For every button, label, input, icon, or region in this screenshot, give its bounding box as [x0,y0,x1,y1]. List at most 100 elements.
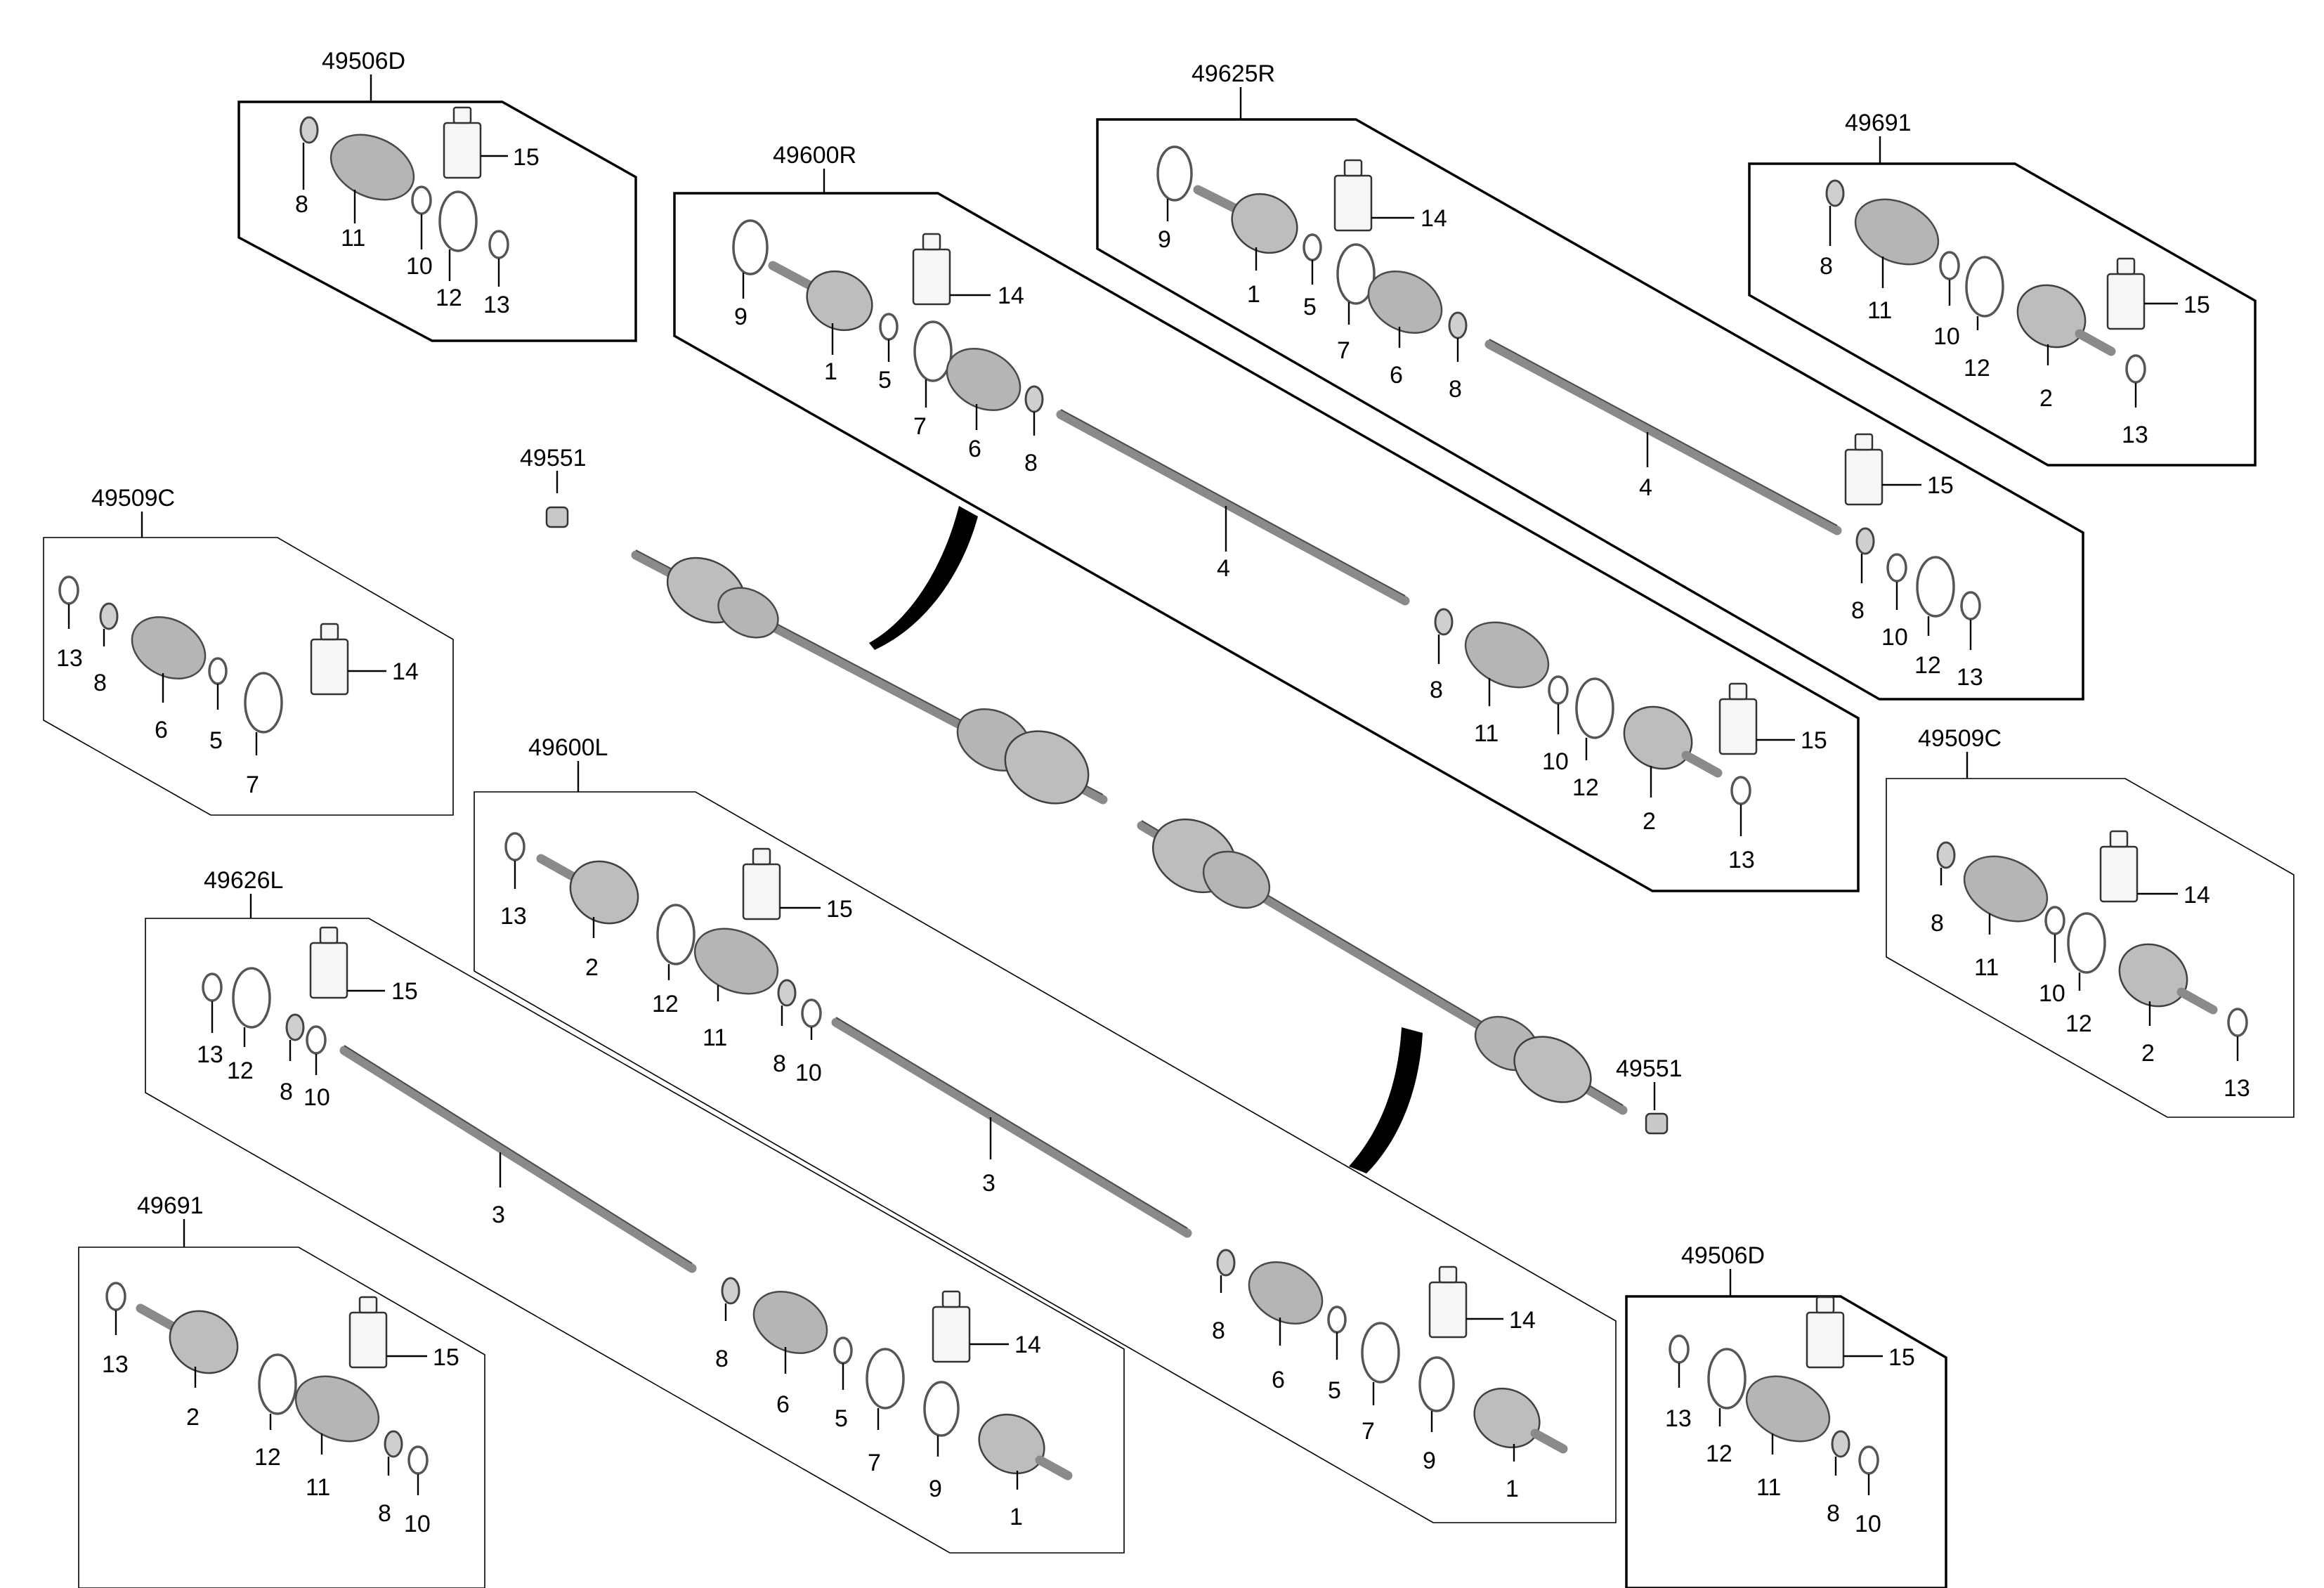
parts-49600R: 9 1 5 7 6 8 14 4 8 11 10 [732,219,1827,873]
part-number: 1 [1506,1476,1519,1502]
part-number: 1 [1247,281,1260,308]
panel-49509C-left [43,537,454,816]
part-number: 8 [280,1079,293,1105]
parts-49626L: 1 3 12 8 10 15 3 8 6 5 7 9 [197,926,1073,1530]
assembly-label: 49626L [204,867,283,894]
part-number: 8 [715,1346,729,1372]
assembly-label: 49691 [137,1192,204,1219]
part-number: 5 [209,727,223,754]
part-number: 13 [483,292,510,318]
part-number: 7 [1337,337,1350,364]
part-number: 8 [773,1050,786,1077]
ring-part [299,116,319,144]
part-number: 10 [406,253,433,280]
part-number: 13 [56,645,83,672]
ring-part [411,186,432,215]
part-number: 12 [652,991,679,1017]
assembly-label: 49506D [1681,1242,1765,1269]
part-number: 10 [404,1511,431,1537]
part-number: 8 [295,191,308,218]
part-number: 11 [703,1024,727,1051]
part-number: 15 [1801,727,1827,754]
part-number: 8 [1449,376,1462,403]
part-number: 4 [1217,555,1230,582]
arrow-lower [1349,1027,1423,1173]
part-number: 14 [998,282,1024,309]
panel-49506D-bottom [1625,1295,1947,1588]
part-number: 15 [433,1344,459,1371]
part-number: 10 [1542,748,1569,775]
part-number: 2 [1643,808,1656,835]
part-number: 3 [982,1170,995,1197]
assembly-label: 49551 [520,445,587,471]
part-number: 10 [795,1060,822,1086]
parts-49625R: 9 1 5 7 6 8 14 4 15 8 10 [1156,145,1983,691]
center-drive-shaft [545,506,1669,1173]
assembly-label: 49509C [1918,725,2002,752]
part-number: 3 [492,1202,505,1228]
assembly-labels: 49506D 49600R 49625R 49691 49509C 49551 … [91,48,2002,1296]
panel-49691-bottom [78,1247,485,1588]
part-number: 8 [1430,677,1443,703]
part-number: 2 [2039,385,2053,412]
part-number: 15 [391,978,418,1005]
part-number: 12 [436,285,462,311]
part-number: 7 [1362,1418,1375,1445]
part-number: 13 [2224,1075,2250,1102]
parts-49506D-bottom: 13 12 11 8 10 15 [1665,1296,1915,1537]
part-number: 5 [835,1405,848,1432]
part-number: 8 [1820,253,1833,280]
part-number: 11 [1867,297,1892,324]
part-number: 12 [1914,652,1941,679]
part-number: 11 [341,225,365,252]
assembly-label: 49691 [1845,110,1912,136]
part-number: 7 [868,1450,881,1476]
part-number: 8 [93,670,107,696]
parts-49506D-top: 8 11 10 12 13 15 [295,106,540,318]
part-number: 2 [2141,1040,2155,1067]
part-number: 5 [1328,1377,1341,1404]
part-number: 9 [929,1476,942,1502]
part-number: 11 [306,1474,330,1501]
assembly-label: 49506D [322,48,405,74]
panel-49600R [673,192,1860,892]
part-number: 10 [303,1084,330,1111]
parts-49600L: 13 2 12 11 8 10 15 3 8 6 5 [500,832,1568,1502]
part-number: 11 [1474,720,1499,747]
part-number: 6 [776,1391,790,1418]
part-number: 13 [1728,847,1755,873]
part-number: 13 [2122,422,2148,448]
part-number: 10 [2039,980,2065,1007]
assembly-label: 49600L [528,734,608,761]
part-number: 8 [1024,450,1038,476]
part-number: 5 [1303,294,1317,320]
grease-pack [443,122,482,179]
part-number: 13 [102,1351,129,1378]
part-number: 14 [1421,205,1447,232]
part-number: 15 [1927,472,1954,499]
part-number: 10 [1933,323,1960,350]
part-number: 15 [1888,1344,1915,1371]
part-number: 9 [1158,226,1171,253]
part-number: 14 [1509,1307,1536,1334]
part-number: 8 [378,1500,391,1527]
part-number: 15 [513,144,540,171]
part-number: 15 [826,896,853,923]
part-number: 7 [913,413,927,440]
part-number: 5 [878,367,892,393]
part-number: 14 [392,658,419,685]
part-number: 1 [1010,1504,1023,1530]
ring-part [488,230,509,259]
panel-49691-top [1748,162,2257,467]
panel-49506D-top [237,100,637,342]
part-number: 8 [1827,1500,1840,1527]
part-number: 12 [1706,1440,1732,1467]
part-number: 4 [1639,474,1652,501]
part-number: 11 [1974,954,1999,981]
part-number: 6 [1272,1367,1285,1393]
part-number: 12 [2065,1010,2092,1037]
assembly-label: 49509C [91,485,175,512]
panel-49625R [1096,118,2084,701]
part-number: 9 [1423,1447,1436,1474]
part-number: 7 [246,772,259,798]
